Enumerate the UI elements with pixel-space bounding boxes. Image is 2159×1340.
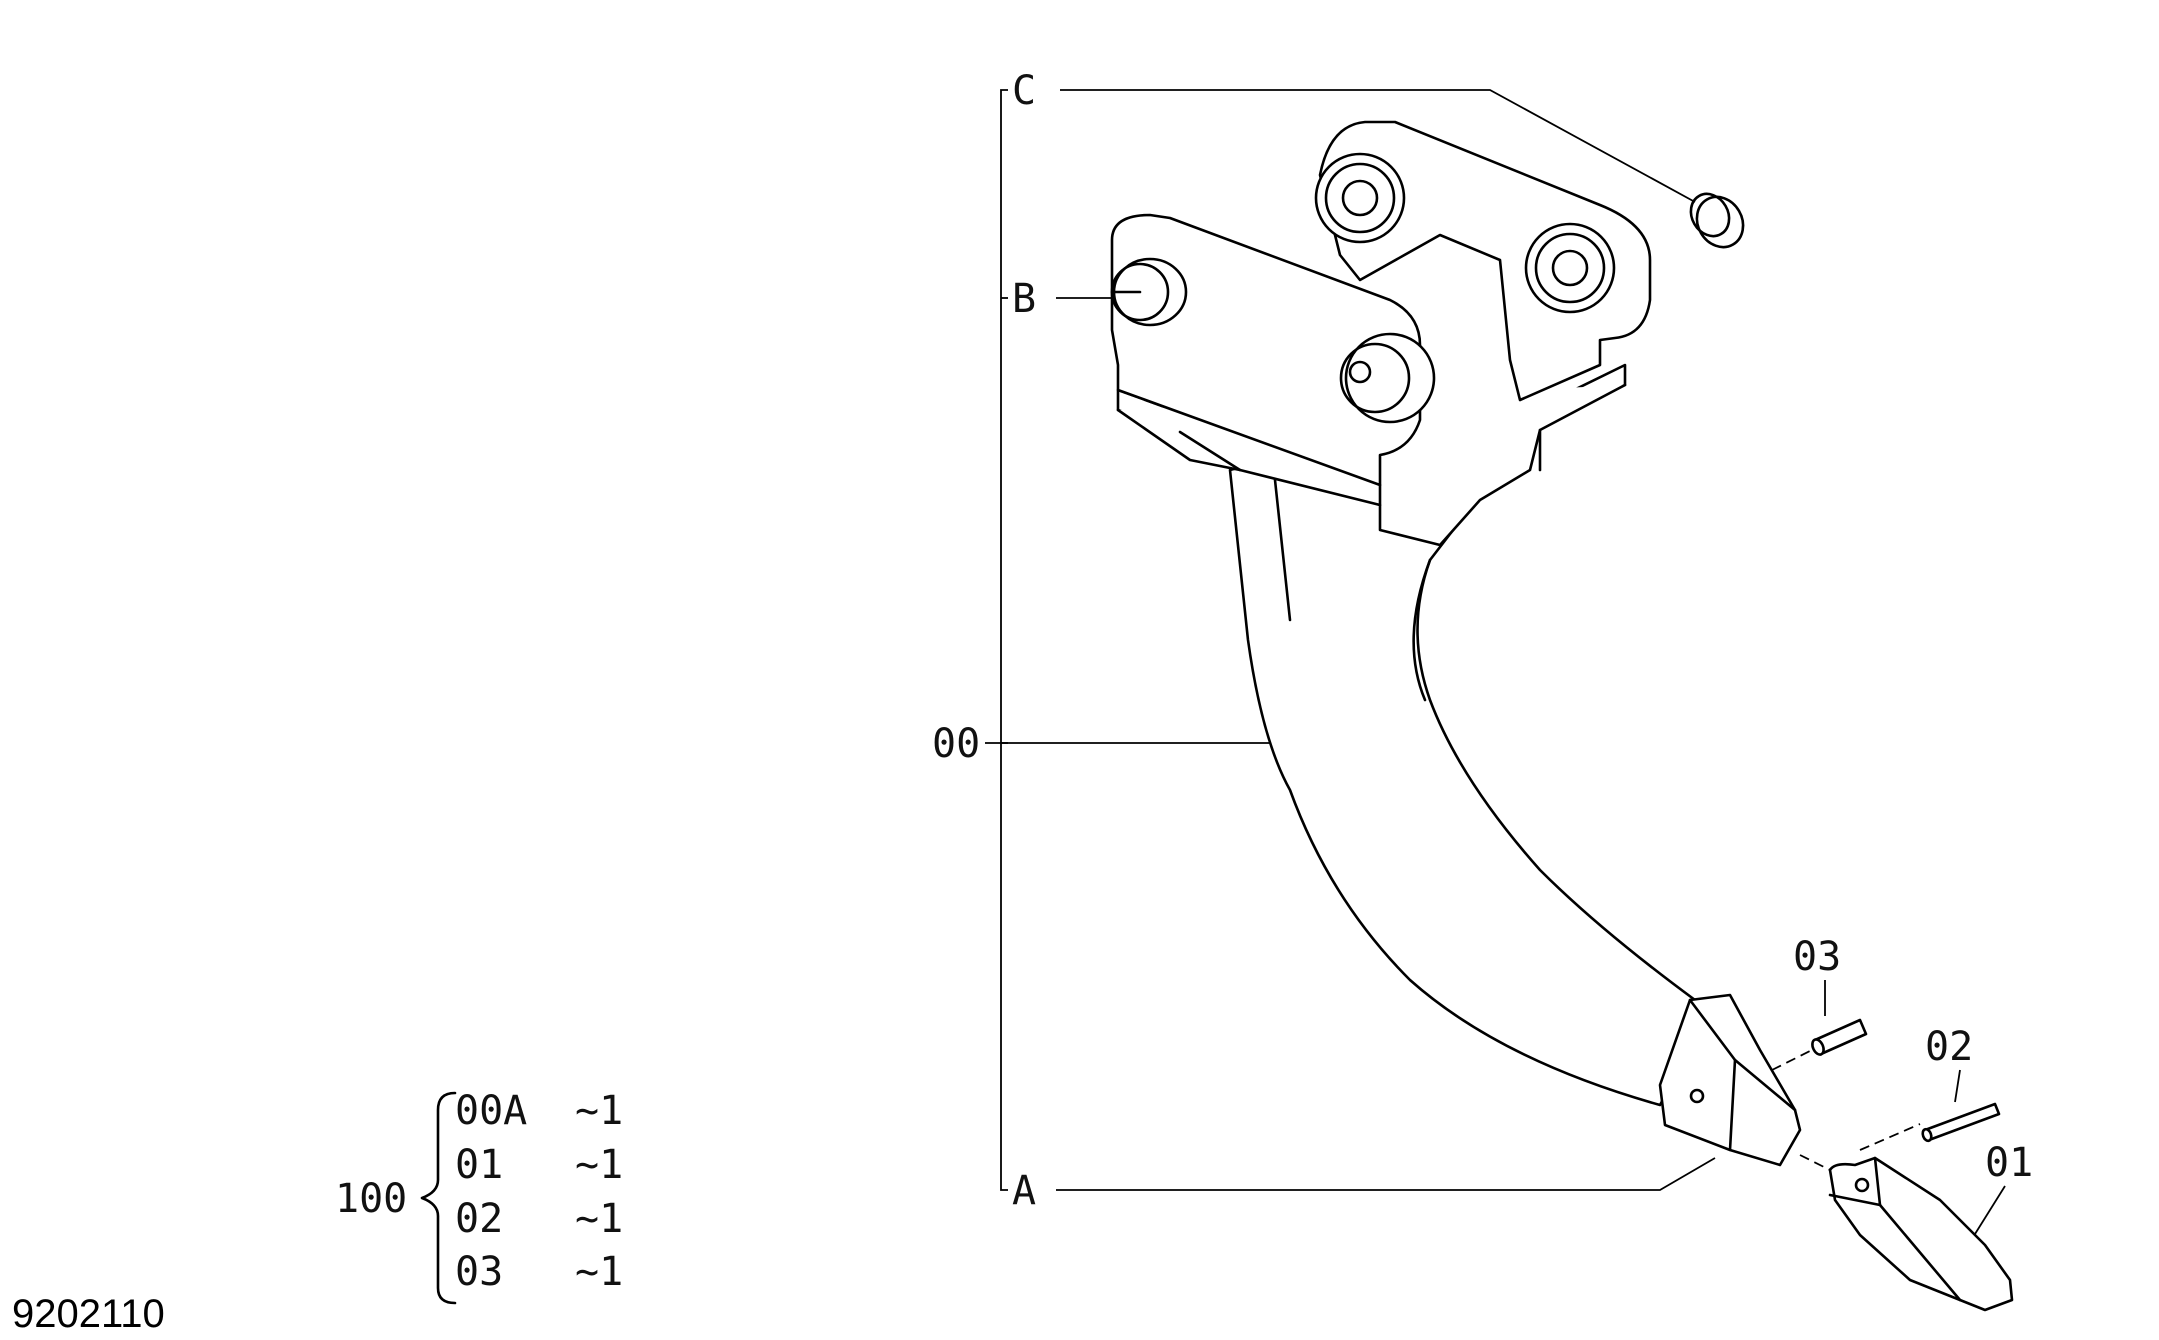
callout-a: A: [1012, 1168, 1036, 1214]
kit-item-qty: ~1: [575, 1088, 623, 1134]
callout-b: B: [1012, 276, 1036, 322]
kit-item-part: 00A: [455, 1088, 527, 1134]
callout-03: 03: [1793, 934, 1841, 980]
drawing-number: 9202110: [12, 1292, 165, 1336]
bushing-c: [1689, 192, 1745, 249]
kit-number: 100: [335, 1176, 407, 1222]
roll-pin-02: [1921, 1102, 2001, 1143]
ripper-shank: [1110, 120, 1802, 1167]
pin-boss-upper-front: [1110, 257, 1188, 327]
callout-00: 00: [932, 721, 980, 767]
kit-brace: [420, 1091, 457, 1305]
pin-boss-upper-rear: [1314, 152, 1406, 244]
kit-item-part: 01: [455, 1142, 503, 1188]
callout-02: 02: [1925, 1024, 1973, 1070]
callout-01: 01: [1985, 1140, 2033, 1186]
leader-lines: [985, 89, 2006, 1235]
kit-item-part: 03: [455, 1249, 503, 1295]
kit-item-qty: ~1: [575, 1249, 623, 1295]
kit-item-qty: ~1: [575, 1196, 623, 1242]
kit-item-part: 02: [455, 1196, 503, 1242]
pin-boss-lower-front: [1339, 332, 1436, 424]
pin-03: [1811, 1018, 1868, 1056]
pin-boss-lower-rear: [1524, 222, 1616, 314]
tooth-point-01: [1828, 1156, 2014, 1312]
kit-item-qty: ~1: [575, 1142, 623, 1188]
callout-c: C: [1012, 68, 1036, 114]
kit-composition: 100 00A ~1 01 ~1 02 ~1 03 ~1: [335, 1088, 623, 1305]
